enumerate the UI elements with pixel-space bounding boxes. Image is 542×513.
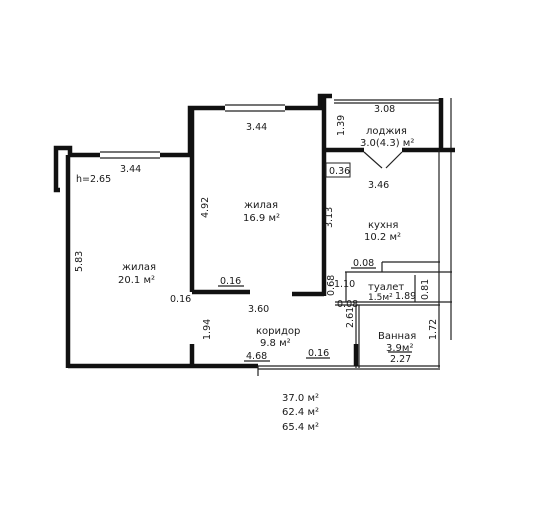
door-swing-b xyxy=(385,151,403,169)
total-floor-area: 62.4 м² xyxy=(282,407,319,418)
dim-bath-height-right: 1.72 xyxy=(428,319,439,340)
dim-toilet-top: 0.08 xyxy=(353,258,374,269)
room-kitchen-name: кухня xyxy=(368,220,398,231)
room-living2-area: 16.9 м² xyxy=(243,213,280,224)
room-corridor-name: коридор xyxy=(256,326,300,337)
dim-loggia-offset-box xyxy=(325,162,351,178)
dim-toilet-depth: 0.81 xyxy=(420,279,431,300)
door-swing-a xyxy=(363,151,383,169)
ceiling-height-label: h=2.65 xyxy=(76,174,111,185)
dim-toilet-wall: 1.10 xyxy=(334,279,355,290)
room-living1-area: 20.1 м² xyxy=(118,275,155,286)
dim-toilet-bottom: 0.08 xyxy=(337,299,358,310)
dim-bottom-stub: 0.16 xyxy=(308,348,329,359)
dim-loggia-depth: 1.39 xyxy=(336,115,347,136)
room-bath-area: 3.9м² xyxy=(386,343,413,354)
room-labels: жилая 20.1 м² жилая 16.9 м² лоджия 3.0(4… xyxy=(118,126,416,354)
dim-left-height: 5.83 xyxy=(74,251,85,272)
room-toilet-name: туалет xyxy=(368,282,404,293)
dim-bath-height-left: 2.61 xyxy=(345,307,356,328)
room-corridor-area: 9.8 м² xyxy=(260,338,291,349)
total-overall-area: 65.4 м² xyxy=(282,422,319,433)
dim-corridor-height: 1.94 xyxy=(202,319,213,340)
wall-left-outer xyxy=(53,145,100,193)
room-bath-name: Ванная xyxy=(378,331,416,342)
dim-top-right-width: 3.08 xyxy=(374,104,395,115)
dimension-labels: h=2.65 3.44 3.44 3.08 1.39 5.83 4.92 3.1… xyxy=(74,104,439,365)
dim-kitchen-depth: 3.13 xyxy=(324,207,335,228)
dim-stub-b: 0.16 xyxy=(170,294,191,305)
room-loggia-area: 3.0(4.3) м² xyxy=(360,138,414,149)
room-living1-name: жилая xyxy=(122,262,156,273)
wall-left-top-right xyxy=(160,125,193,158)
dim-mid-height: 4.92 xyxy=(200,197,211,218)
walls xyxy=(53,93,455,376)
room-kitchen-area: 10.2 м² xyxy=(364,232,401,243)
dim-bath-width: 2.27 xyxy=(390,354,411,365)
dim-corridor-depth: 0.68 xyxy=(326,275,337,296)
room-living2-name: жилая xyxy=(244,200,278,211)
wall-mid-top-left xyxy=(187,105,225,125)
dim-stub-a: 0.16 xyxy=(220,276,241,287)
dim-kitchen-width: 3.46 xyxy=(368,180,389,191)
dim-loggia-offset: 0.36 xyxy=(329,166,350,177)
room-toilet-area: 1.5м² xyxy=(368,293,393,303)
room-loggia-name: лоджия xyxy=(366,126,407,137)
dim-top-left-width: 3.44 xyxy=(120,164,141,175)
area-totals: 37.0 м² 62.4 м² 65.4 м² xyxy=(282,393,319,433)
dim-bottom-width: 4.68 xyxy=(246,351,267,362)
dim-corridor-width: 3.60 xyxy=(248,304,269,315)
total-living-area: 37.0 м² xyxy=(282,393,319,404)
dim-toilet-width: 1.89 xyxy=(395,291,416,302)
dim-top-mid-width: 3.44 xyxy=(246,122,267,133)
